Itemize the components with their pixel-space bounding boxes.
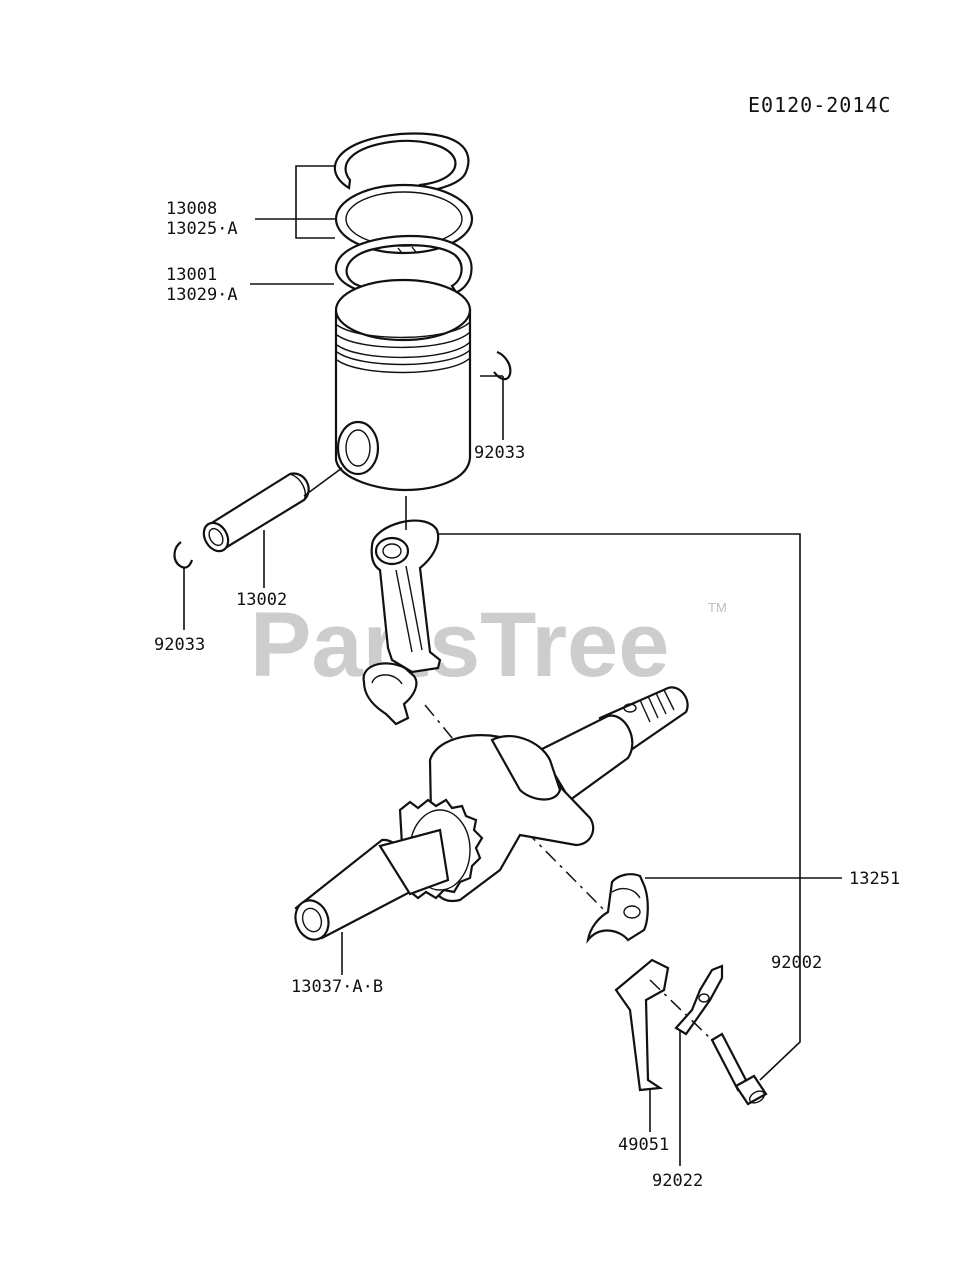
label-13008: 13008	[166, 199, 217, 219]
connecting-rod-bolt[interactable]	[710, 1032, 768, 1106]
ring-bracket	[295, 165, 335, 239]
label-13037-a-b: 13037·A·B	[291, 977, 383, 997]
connecting-rod[interactable]	[362, 519, 442, 726]
label-13001: 13001	[166, 265, 217, 285]
pin-to-piston	[303, 467, 343, 497]
washer[interactable]	[674, 964, 724, 1036]
label-13029-a: 13029·A	[166, 285, 238, 305]
alignment-line-cap	[504, 809, 613, 919]
label-49051: 49051	[618, 1135, 669, 1155]
label-92033-right: 92033	[474, 443, 525, 463]
label-92022: 92022	[652, 1171, 703, 1191]
snap-ring-left[interactable]	[173, 541, 194, 569]
crankshaft[interactable]	[290, 686, 689, 944]
watermark: PartsTree	[250, 594, 669, 696]
piston[interactable]	[334, 278, 472, 492]
lock-plate[interactable]	[614, 958, 670, 1092]
piston-pin[interactable]	[199, 472, 310, 555]
piston-ring-top[interactable]	[333, 132, 470, 194]
snap-ring-right[interactable]	[493, 350, 512, 381]
connecting-rod-cap[interactable]	[586, 873, 649, 944]
piston-ring-middle[interactable]	[334, 183, 474, 255]
watermark-trademark: TM	[708, 600, 727, 615]
label-13025-a: 13025·A	[166, 219, 238, 239]
alignment-line-bolt	[649, 979, 713, 1041]
bolt-bracket	[437, 533, 801, 1081]
alignment-line-rod	[424, 704, 463, 751]
label-92033-left: 92033	[154, 635, 205, 655]
label-13251: 13251	[849, 869, 900, 889]
label-13002: 13002	[236, 590, 287, 610]
diagram-code: E0120-2014C	[748, 93, 891, 117]
label-92002: 92002	[771, 953, 822, 973]
